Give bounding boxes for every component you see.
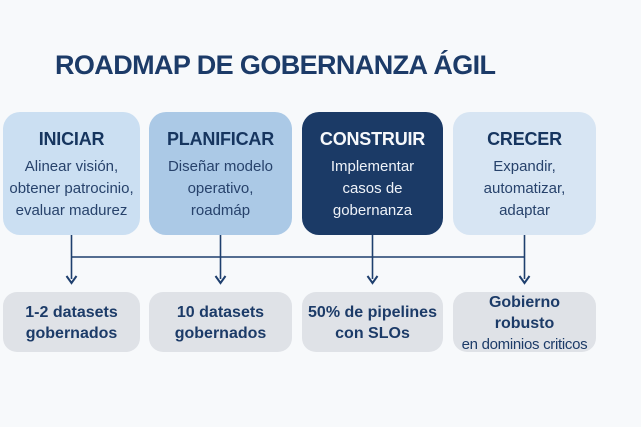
phase-title: INICIAR — [38, 129, 105, 149]
outcome-line: Gobierno robusto — [488, 293, 561, 332]
phase-description-line: gobernanza — [332, 202, 413, 219]
phase-description-line: casos de — [342, 180, 403, 197]
outcome-box-construir: 50% de pipelines con SLOs — [302, 292, 443, 352]
arrowhead-icon — [366, 275, 379, 285]
phase-box-planificar: PLANIFICAR Diseñar modelo operativo, roa… — [149, 112, 292, 235]
phase-description-line: operativo, — [187, 180, 254, 197]
phase-description: Expandir, automatizar, adaptar — [455, 156, 594, 222]
phase-description-line: Implementar — [330, 158, 415, 175]
outcome-line: gobernados — [174, 325, 267, 342]
phase-description-line: Diseñar modelo — [167, 158, 274, 175]
arrowhead-icon — [518, 275, 531, 285]
outcome-line: 10 datasets — [176, 304, 265, 321]
outcome-box-planificar: 10 datasets gobernados — [149, 292, 292, 352]
phase-title: PLANIFICAR — [167, 129, 274, 149]
page-title: ROADMAP DE GOBERNANZA ÁGIL — [55, 50, 496, 80]
phase-description: Alinear visión, obtener patrocinio, eval… — [5, 156, 138, 222]
arrowhead-icon — [214, 275, 227, 285]
outcome-line: con SLOs — [335, 325, 410, 342]
phase-box-construir: CONSTRUIR Implementar casos de gobernanz… — [302, 112, 443, 235]
outcome-line: en dominios criticos — [461, 335, 588, 353]
phase-description-line: obtener patrocinio, — [9, 180, 134, 197]
phase-description-line: adaptar — [499, 202, 550, 219]
outcome-line: 1-2 datasets — [25, 304, 118, 321]
phase-box-iniciar: INICIAR Alinear visión, obtener patrocin… — [3, 112, 140, 235]
phase-title: CRECER — [487, 129, 562, 149]
arrowhead-icon — [65, 275, 78, 285]
outcome-box-crecer: Gobierno robusto en dominios criticos — [453, 292, 596, 353]
phase-description: Implementar casos de gobernanza — [304, 156, 441, 222]
phase-description-line: evaluar madurez — [15, 202, 128, 219]
phase-title: CONSTRUIR — [319, 129, 426, 149]
phase-box-crecer: CRECER Expandir, automatizar, adaptar — [453, 112, 596, 235]
outcome-line: 50% de pipelines — [308, 304, 437, 321]
outcome-line: gobernados — [25, 325, 118, 342]
phase-description-line: Alinear visión, — [24, 158, 119, 175]
phase-description: Diseñar modelo operativo, roadmáp — [151, 156, 290, 222]
phase-description-line: automatizar, — [483, 180, 566, 197]
phase-description-line: Expandir, — [493, 158, 556, 175]
outcome-box-iniciar: 1-2 datasets gobernados — [3, 292, 140, 352]
phase-description-line: roadmáp — [190, 202, 251, 219]
